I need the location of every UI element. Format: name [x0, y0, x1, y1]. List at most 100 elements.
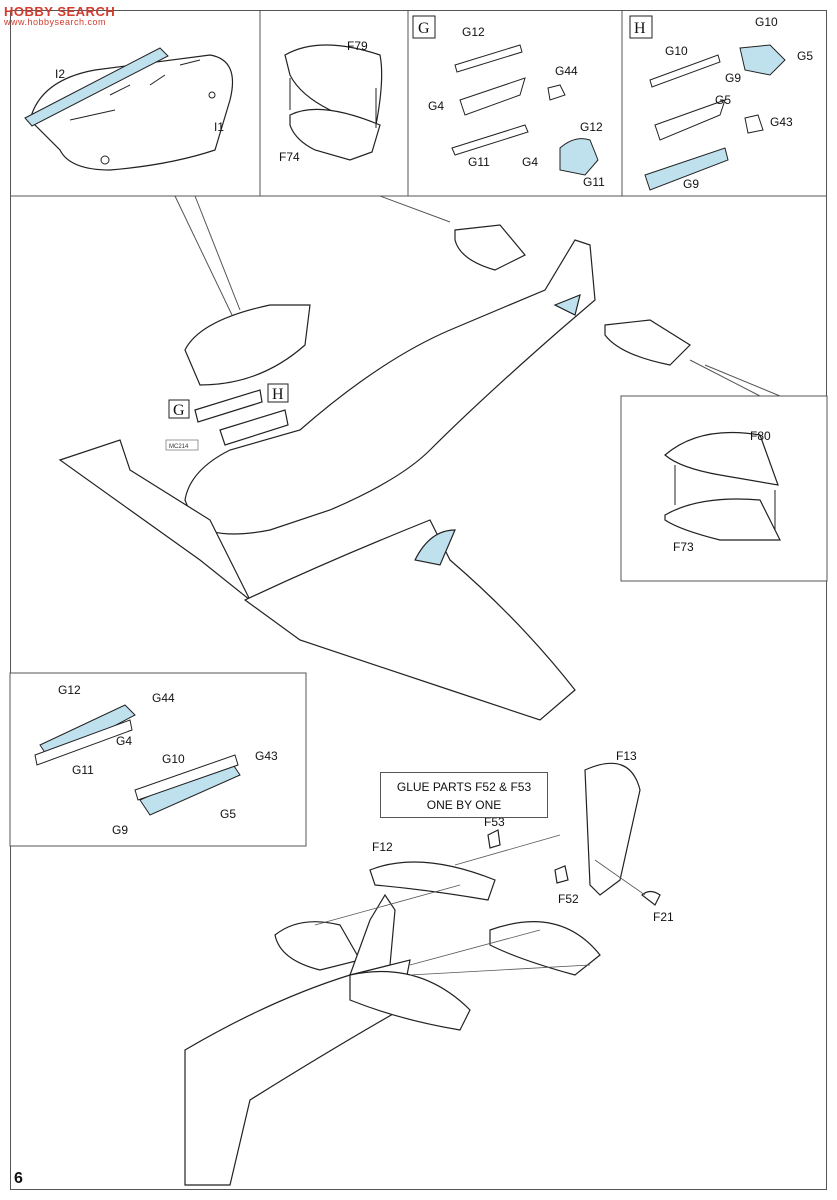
part-f53 — [487, 829, 501, 849]
main-box-h-frame — [267, 383, 289, 403]
detail-label-g10: G10 — [162, 752, 185, 766]
label-i1: I1 — [214, 120, 224, 134]
panel-cowling-i1-i2: I2 I1 — [24, 47, 234, 171]
part-f79 — [284, 44, 383, 131]
panel-exhaust-detail: G12 G44 G4 G11 G10 G43 G5 G9 — [9, 672, 307, 847]
panel-h-assembly: H G10 G5 G9 G10 G5 G43 G9 — [629, 15, 813, 191]
label-g11-b: G11 — [583, 175, 605, 189]
label-g43: G43 — [770, 115, 793, 129]
box-g-frame — [412, 15, 436, 39]
elevator-f13-right — [489, 921, 601, 976]
wing-right — [243, 519, 576, 721]
glue-note-line2: ONE BY ONE — [426, 798, 502, 812]
label-f13: F13 — [616, 749, 637, 763]
g-unit-main — [194, 389, 263, 423]
part-g12 — [454, 44, 523, 73]
page-number: 6 — [14, 1170, 23, 1187]
label-f74: F74 — [279, 150, 300, 164]
watermark-text: HOBBY SEARCH — [4, 4, 116, 19]
main-box-g: G — [173, 402, 185, 419]
tail-guide-lines — [314, 834, 646, 976]
part-f73 — [664, 498, 781, 541]
part-g11 — [451, 124, 529, 156]
detail-g10-strip — [134, 754, 239, 801]
detail-label-g5: G5 — [220, 807, 236, 821]
label-g10: G10 — [755, 15, 778, 29]
mc-label: MC214 — [169, 444, 189, 450]
box-h-frame — [629, 15, 653, 39]
label-f52: F52 — [558, 892, 579, 906]
label-g11: G11 — [468, 155, 490, 169]
detail-label-g4: G4 — [116, 734, 132, 748]
glue-note-line1: GLUE PARTS F52 & F53 — [396, 780, 532, 794]
label-f73: F73 — [673, 540, 694, 554]
part-g-sub-assembly — [559, 138, 599, 176]
tailplane-right — [349, 970, 471, 1031]
detail-g11-strip — [34, 719, 133, 766]
part-g10 — [649, 54, 721, 88]
label-g9: G9 — [725, 71, 741, 85]
part-i1-cowling — [29, 54, 234, 171]
part-g4-exhausts — [459, 77, 526, 116]
callout-lines — [174, 195, 781, 397]
main-box-g-frame — [168, 399, 190, 419]
h-unit-main — [219, 409, 289, 446]
label-g4: G4 — [428, 99, 444, 113]
detail-label-g44: G44 — [152, 691, 175, 705]
rudder-f13 — [584, 762, 641, 896]
part-i2-strip — [24, 47, 169, 127]
tail-plane — [454, 224, 526, 271]
main-aircraft — [58, 224, 691, 721]
label-g44: G44 — [555, 64, 578, 78]
part-f74 — [289, 108, 381, 161]
intake-highlight — [414, 529, 456, 566]
watermark-url: www.hobbysearch.com — [4, 17, 107, 27]
watermark: HOBBY SEARCH www.hobbysearch.com — [4, 4, 115, 27]
fin — [349, 893, 396, 976]
fin-highlight — [553, 294, 581, 316]
detail-label-g12: G12 — [58, 683, 81, 697]
part-f52 — [554, 865, 569, 884]
part-g9 — [644, 147, 729, 191]
label-f21: F21 — [653, 910, 674, 924]
elevator-f12 — [369, 861, 496, 901]
glue-note: GLUE PARTS F52 & F53 ONE BY ONE — [380, 772, 548, 818]
label-g5: G5 — [797, 49, 813, 63]
page-frame — [10, 10, 827, 1190]
label-f53: F53 — [484, 815, 505, 829]
label-g12-b: G12 — [580, 120, 603, 134]
panel-f79-f74: F79 F74 — [279, 39, 383, 164]
panel-g-assembly: G G12 G44 G4 G11 G12 G4 G11 — [412, 15, 605, 189]
label-f12: F12 — [372, 840, 393, 854]
detail-label-g43: G43 — [255, 749, 278, 763]
part-h-sub-assembly — [739, 44, 786, 76]
label-g10-b: G10 — [665, 44, 688, 58]
mc-tag — [165, 439, 199, 451]
label-g12: G12 — [462, 25, 485, 39]
tail-assembly — [184, 762, 661, 1186]
label-g5-b: G5 — [715, 93, 731, 107]
part-f21 — [641, 890, 661, 906]
part-g5 — [654, 99, 726, 141]
label-i2: I2 — [55, 67, 65, 81]
wing-left — [58, 439, 301, 641]
part-g43 — [744, 114, 764, 134]
label-f80: F80 — [750, 429, 771, 443]
main-box-h: H — [272, 386, 284, 403]
label-f79: F79 — [347, 39, 368, 53]
box-g-label: G — [418, 20, 430, 37]
part-f80 — [664, 431, 779, 486]
part-g44 — [547, 84, 566, 101]
top-panel-borders — [10, 10, 827, 197]
detail-label-g11: G11 — [72, 763, 94, 777]
fuselage — [184, 239, 596, 535]
label-g9-b: G9 — [683, 177, 699, 191]
stabilizer-right — [604, 319, 691, 366]
upper-cowling — [184, 304, 311, 386]
panel-f80-f73: F80 F73 — [620, 395, 828, 582]
detail-label-g9: G9 — [112, 823, 128, 837]
tailplane-left — [274, 921, 361, 971]
label-g4-b: G4 — [522, 155, 538, 169]
box-h-label: H — [634, 20, 646, 37]
